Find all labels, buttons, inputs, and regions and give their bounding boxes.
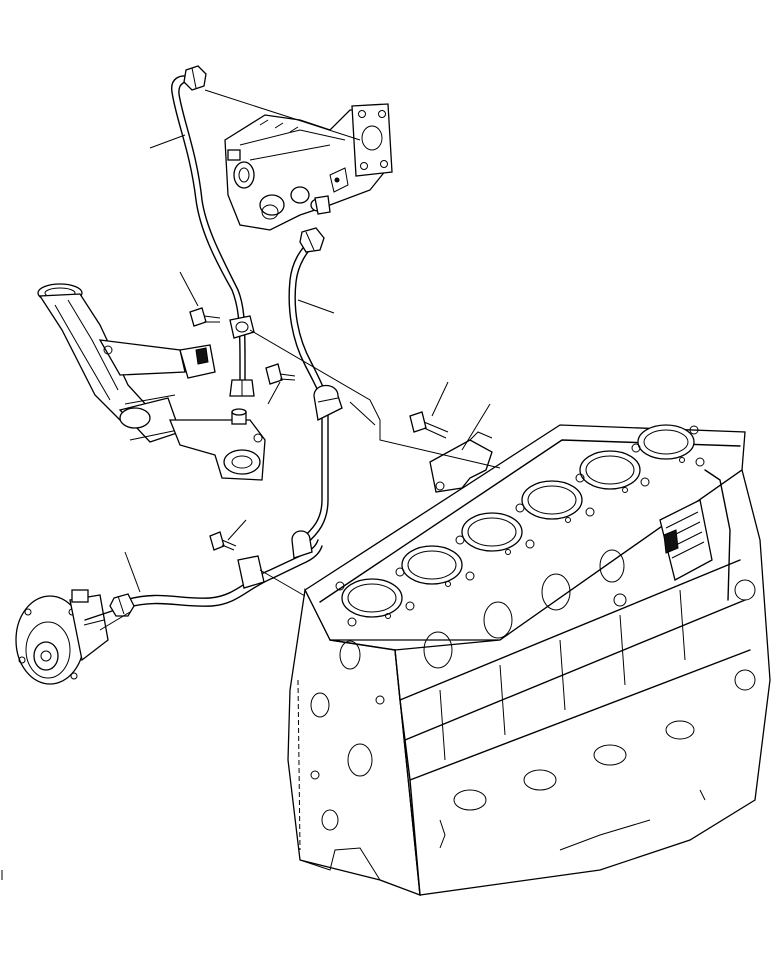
cylinder-bores	[341, 424, 695, 618]
coolant-outlet-elbow	[37, 283, 266, 481]
engine-block	[287, 424, 771, 896]
pipe-bracket	[429, 431, 493, 493]
fuel-pipes	[109, 65, 343, 617]
assembly-lines	[99, 89, 501, 631]
side-cover-plate	[659, 469, 731, 601]
deck-bolt-holes	[335, 425, 705, 627]
injection-pump	[224, 103, 393, 231]
block-side-details	[399, 549, 756, 851]
feed-pump	[15, 589, 116, 685]
bolts	[189, 307, 449, 551]
leader-lines	[124, 134, 491, 593]
